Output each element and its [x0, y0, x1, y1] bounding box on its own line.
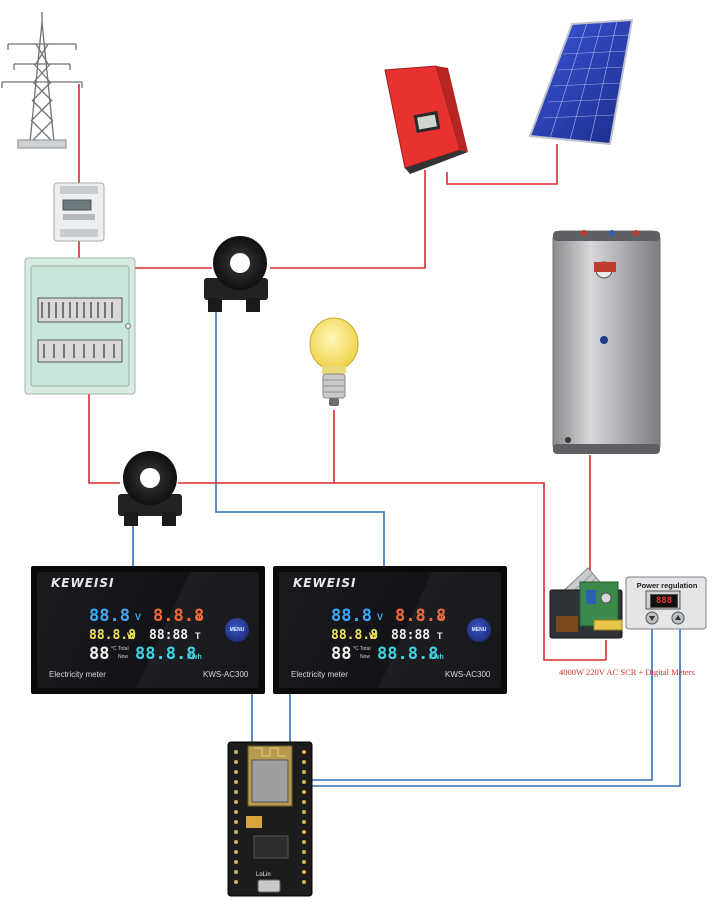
meter-2-power-unit: W: [369, 631, 378, 641]
meter-1-label: Electricity meter: [49, 670, 106, 679]
meter-1-brand: KEWEISI: [51, 576, 115, 590]
meter-1-temp-unit: °C: [111, 646, 117, 652]
meter-1-energy: 88.8.8: [135, 644, 197, 664]
meter-2-current: 8.8.8: [395, 606, 447, 626]
meter-1-temp: 88: [89, 644, 110, 664]
ac-wire-inverter-solar: [446, 144, 558, 185]
signal-wire-ct-top: [215, 290, 385, 566]
energy-meter-icon: [53, 182, 105, 242]
meter-2-display: [279, 572, 501, 688]
signal-wire-board-regulator-2: [312, 628, 681, 787]
ac-wire-panel-down: [88, 394, 120, 484]
meter-1-display: [37, 572, 259, 688]
meter-2-energy-unit: Kwh: [429, 654, 444, 661]
meter-2-total-label: Total: [360, 646, 371, 652]
meter-2-brand: KEWEISI: [293, 576, 357, 590]
power-tower-icon: [1, 12, 83, 149]
meter-1-total-label: Total: [118, 646, 129, 652]
meter-2-voltage: 88.8: [331, 606, 372, 626]
meter-1-voltage-unit: V: [135, 612, 142, 622]
meter-2-time: 88:88: [391, 628, 431, 643]
current-transformer-bottom-icon: [118, 451, 182, 526]
ac-wire-ct-inverter: [270, 170, 426, 269]
distribution-panel-icon: [24, 257, 136, 395]
signal-wire-board-regulator-1: [312, 628, 653, 781]
solar-panel-icon: [528, 18, 634, 146]
meter-2-current-unit: A: [437, 612, 444, 622]
meter-1-time-unit: T: [195, 631, 201, 641]
meter-2-energy: 88.8.8: [377, 644, 439, 664]
scr-caption: 4000W 220V AC SCR + Digital Meters: [559, 667, 695, 677]
meter-2-label: Electricity meter: [291, 670, 348, 679]
meter-1-energy-unit: Kwh: [187, 654, 202, 661]
ac-wire-house-bus: [178, 482, 606, 661]
meter-2-menu-button[interactable]: MENU: [467, 618, 491, 642]
signal-wires: [132, 290, 681, 787]
nodemcu-board-label: LoLin: [256, 872, 271, 878]
meter-2-temp: 88: [331, 644, 352, 664]
scr-dimmer-module-icon: [549, 567, 623, 639]
meter-1-now-label: Now: [118, 654, 129, 660]
meter-1-model: KWS-AC300: [203, 670, 249, 679]
water-heater-tank-icon: [552, 230, 661, 454]
meter-2-temp-unit: °C: [353, 646, 359, 652]
meter-2-now-label: Now: [360, 654, 371, 660]
meter-1-current: 8.8.8: [153, 606, 205, 626]
meter-1-time: 88:88: [149, 628, 189, 643]
current-transformer-top-icon: [204, 236, 268, 312]
light-bulb-icon: [309, 317, 359, 406]
meter-1-current-unit: A: [195, 612, 202, 622]
solar-inverter-icon: [384, 65, 468, 174]
meter-1-power: 88.8.8: [89, 628, 136, 643]
meter-2-power: 88.8.8: [331, 628, 378, 643]
meter-1-menu-button[interactable]: MENU: [225, 618, 249, 642]
nodemcu-board-icon: [227, 741, 313, 897]
meter-2-time-unit: T: [437, 631, 443, 641]
meter-1-voltage: 88.8: [89, 606, 130, 626]
meter-2-voltage-unit: V: [377, 612, 384, 622]
ac-wires: [78, 84, 607, 661]
electricity-meter-1: KEWEISI 88.8 V 8.8.8 A 88.8.8 W 88:88 T …: [31, 566, 265, 694]
power-regulation-display: 888: [650, 594, 678, 608]
electricity-meter-2: KEWEISI 88.8 V 8.8.8 A 88.8.8 W 88:88 T …: [273, 566, 507, 694]
meter-2-model: KWS-AC300: [445, 670, 491, 679]
power-regulation-title: Power regulation: [636, 581, 698, 590]
meter-1-power-unit: W: [127, 631, 136, 641]
